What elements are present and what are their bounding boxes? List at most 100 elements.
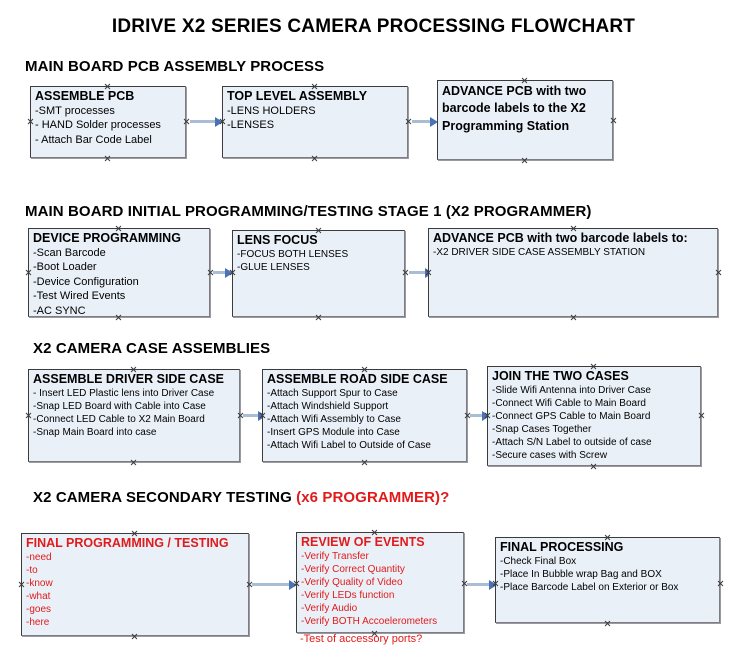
list-item: -Verify LEDs function — [301, 589, 395, 601]
node-title: ASSEMBLE DRIVER SIDE CASE — [33, 372, 225, 386]
anchor-handle[interactable] — [315, 314, 322, 321]
anchor-handle[interactable] — [610, 117, 617, 124]
connector-line[interactable] — [467, 583, 491, 586]
anchor-handle[interactable] — [259, 412, 266, 419]
node-title: JOIN THE TWO CASES — [492, 369, 629, 383]
anchor-handle[interactable] — [590, 363, 597, 370]
list-item: -here — [26, 616, 50, 628]
node-final-programming-testing[interactable]: FINAL PROGRAMMING / TESTING -need -to -k… — [21, 533, 249, 636]
anchor-handle[interactable] — [131, 633, 138, 640]
anchor-handle[interactable] — [361, 366, 368, 373]
anchor-handle[interactable] — [104, 155, 111, 162]
anchor-handle[interactable] — [27, 118, 34, 125]
anchor-handle[interactable] — [293, 580, 300, 587]
list-item: -know — [26, 577, 53, 589]
list-item: - Insert LED Plastic lens into Driver Ca… — [33, 387, 215, 399]
list-item: -Verify BOTH Accoelerometers — [301, 615, 438, 627]
anchor-handle[interactable] — [425, 269, 432, 276]
anchor-handle[interactable] — [131, 530, 138, 537]
connector-line[interactable] — [252, 583, 292, 586]
anchor-handle[interactable] — [521, 157, 528, 164]
anchor-handle[interactable] — [521, 77, 528, 84]
node-items: - Insert LED Plastic lens into Driver Ca… — [29, 387, 239, 439]
anchor-handle[interactable] — [492, 580, 499, 587]
node-review-of-events[interactable]: REVIEW OF EVENTS -Verify Transfer -Verif… — [296, 532, 464, 633]
node-advance-pcb-to-programming-station[interactable]: ADVANCE PCB with two barcode labels to t… — [437, 80, 613, 160]
list-item: -Place In Bubble wrap Bag and BOX — [500, 568, 662, 580]
list-item: -X2 DRIVER SIDE CASE ASSEMBLY STATION — [433, 246, 646, 258]
connector-line[interactable] — [409, 271, 427, 274]
anchor-handle[interactable] — [115, 314, 122, 321]
list-item: - HAND Solder processes — [35, 119, 161, 132]
node-title: ADVANCE PCB with two barcode labels to t… — [442, 84, 587, 133]
anchor-handle[interactable] — [590, 463, 597, 470]
anchor-handle[interactable] — [130, 366, 137, 373]
section-heading-main-board-initial-programming: MAIN BOARD INITIAL PROGRAMMING/TESTING S… — [25, 203, 592, 220]
anchor-handle[interactable] — [371, 630, 378, 637]
list-item: -to — [26, 564, 38, 576]
anchor-handle[interactable] — [183, 118, 190, 125]
anchor-handle[interactable] — [717, 580, 724, 587]
anchor-handle[interactable] — [402, 269, 409, 276]
anchor-handle[interactable] — [115, 225, 122, 232]
anchor-handle[interactable] — [715, 269, 722, 276]
node-assemble-pcb[interactable]: ASSEMBLE PCB -SMT processes - HAND Solde… — [30, 86, 186, 158]
node-final-processing[interactable]: FINAL PROCESSING -Check Final Box -Place… — [495, 537, 720, 623]
anchor-handle[interactable] — [484, 412, 491, 419]
list-item: -Boot Loader — [33, 261, 97, 274]
list-item: -Attach Wifi Label to Outside of Case — [267, 439, 431, 451]
connector-line[interactable] — [190, 120, 217, 123]
node-title: FINAL PROGRAMMING / TESTING — [26, 536, 229, 550]
list-item: -what — [26, 590, 51, 602]
list-item: -Secure cases with Screw — [492, 449, 608, 461]
list-item: -Insert GPS Module into Case — [267, 426, 400, 438]
anchor-handle[interactable] — [25, 412, 32, 419]
list-item: -Verify Transfer — [301, 550, 369, 562]
anchor-handle[interactable] — [361, 459, 368, 466]
anchor-handle[interactable] — [604, 620, 611, 627]
anchor-handle[interactable] — [130, 459, 137, 466]
connector-line[interactable] — [213, 271, 227, 274]
anchor-handle[interactable] — [311, 155, 318, 162]
node-device-programming[interactable]: DEVICE PROGRAMMING -Scan Barcode -Boot L… — [28, 228, 210, 317]
node-items: -Attach Support Spur to Case -Attach Win… — [263, 387, 466, 452]
anchor-handle[interactable] — [104, 83, 111, 90]
anchor-handle[interactable] — [311, 83, 318, 90]
anchor-handle[interactable] — [219, 118, 226, 125]
anchor-handle[interactable] — [18, 581, 25, 588]
node-lens-focus[interactable]: LENS FOCUS -FOCUS BOTH LENSES -GLUE LENS… — [232, 230, 405, 317]
node-top-level-assembly[interactable]: TOP LEVEL ASSEMBLY -LENS HOLDERS -LENSES — [222, 86, 408, 158]
anchor-handle[interactable] — [570, 314, 577, 321]
list-item: -Scan Barcode — [33, 246, 106, 259]
anchor-handle[interactable] — [570, 225, 577, 232]
section-heading-x2-camera-case-assemblies: X2 CAMERA CASE ASSEMBLIES — [33, 340, 271, 357]
anchor-handle[interactable] — [405, 118, 412, 125]
connector-line[interactable] — [470, 414, 484, 417]
page-title: IDRIVE X2 SERIES CAMERA PROCESSING FLOWC… — [111, 16, 636, 37]
node-title: ADVANCE PCB with two barcode labels to: — [433, 231, 688, 245]
anchor-handle[interactable] — [229, 269, 236, 276]
node-assemble-road-side-case[interactable]: ASSEMBLE ROAD SIDE CASE -Attach Support … — [262, 369, 467, 462]
list-item: -Snap Cases Together — [492, 423, 592, 435]
node-items: -Scan Barcode -Boot Loader -Device Confi… — [29, 246, 209, 319]
anchor-handle[interactable] — [315, 227, 322, 234]
section-heading-main-board-pcb-assembly: MAIN BOARD PCB ASSEMBLY PROCESS — [25, 58, 325, 75]
anchor-handle[interactable] — [25, 269, 32, 276]
list-item: -Test Wired Events — [33, 290, 126, 303]
anchor-handle[interactable] — [698, 412, 705, 419]
list-item: -Attach S/N Label to outside of case — [492, 436, 652, 448]
connector-line[interactable] — [243, 414, 260, 417]
list-item: -Attach Support Spur to Case — [267, 387, 398, 399]
node-join-the-two-cases[interactable]: JOIN THE TWO CASES -Slide Wifi Antenna i… — [487, 366, 701, 466]
node-assemble-driver-side-case[interactable]: ASSEMBLE DRIVER SIDE CASE - Insert LED P… — [28, 369, 240, 462]
anchor-handle[interactable] — [371, 529, 378, 536]
arrow-head-icon — [430, 117, 438, 127]
node-title: REVIEW OF EVENTS — [301, 535, 425, 549]
list-item: -Snap Main Board into case — [33, 426, 157, 438]
node-advance-pcb-to-driver-side-case[interactable]: ADVANCE PCB with two barcode labels to: … — [428, 228, 718, 317]
connector-line[interactable] — [412, 120, 432, 123]
anchor-handle[interactable] — [604, 534, 611, 541]
list-item: -Connect LED Cable to X2 Main Board — [33, 413, 205, 425]
list-item: -Verify Audio — [301, 602, 358, 614]
